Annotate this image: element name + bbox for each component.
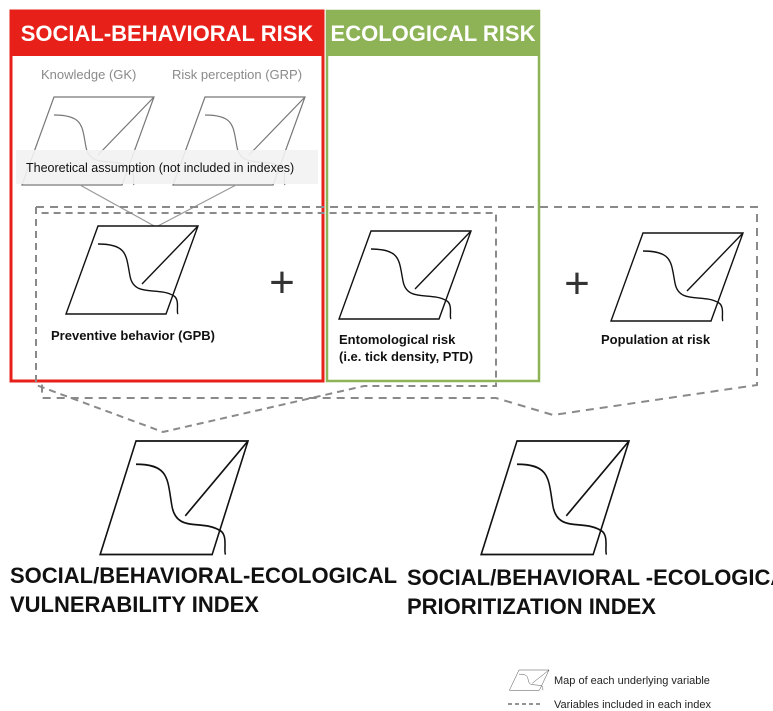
entomological-risk-label-2: (i.e. tick density, PTD)	[339, 349, 473, 364]
vulnerability-index-title-line1: SOCIAL/BEHAVIORAL-ECOLOGICAL	[10, 563, 397, 588]
vulnerability-index-title-line2: VULNERABILITY INDEX	[10, 592, 259, 617]
knowledge-label: Knowledge (GK)	[41, 67, 136, 82]
population-at-risk-map-icon	[610, 232, 744, 322]
population-at-risk-label: Population at risk	[601, 332, 711, 347]
social-behavioral-title: SOCIAL-BEHAVIORAL RISK	[21, 21, 314, 46]
ecological-panel: ECOLOGICAL RISK	[325, 9, 541, 383]
preventive-behavior-label: Preventive behavior (GPB)	[51, 328, 215, 343]
legend-dashed-label: Variables included in each index	[554, 699, 711, 711]
vulnerability-dashed-outline	[35, 207, 497, 434]
social-behavioral-frame	[9, 9, 325, 383]
preventive-behavior-map-icon	[65, 225, 199, 315]
assumption-note: Theoretical assumption (not included in …	[26, 161, 294, 175]
vulnerability-index-map-icon	[99, 440, 249, 556]
risk-perception-label: Risk perception (GRP)	[172, 67, 302, 82]
social-behavioral-header	[10, 10, 324, 56]
legend-map-label: Map of each underlying variable	[554, 675, 710, 687]
plus-sign-2: +	[564, 259, 590, 308]
prioritization-index-title-line2: PRIORITIZATION INDEX	[407, 594, 656, 619]
ecological-header	[326, 10, 540, 56]
prioritization-dashed-outline	[36, 206, 758, 417]
entomological-risk-label-1: Entomological risk	[339, 332, 456, 347]
ecological-title: ECOLOGICAL RISK	[331, 21, 536, 46]
assumption-note-box	[16, 150, 318, 184]
entomological-risk-map-icon	[338, 230, 472, 320]
map-icon	[509, 669, 550, 691]
plus-sign-1: +	[269, 258, 295, 307]
ecological-frame	[325, 9, 541, 383]
assumption-connectors	[79, 184, 237, 228]
prioritization-index-title-line1: SOCIAL/BEHAVIORAL -ECOLOGICAL	[407, 565, 773, 590]
prioritization-index-map-icon	[480, 440, 630, 556]
social-behavioral-panel: SOCIAL-BEHAVIORAL RISK	[9, 9, 325, 383]
legend: Map of each underlying variable Variable…	[508, 669, 711, 711]
